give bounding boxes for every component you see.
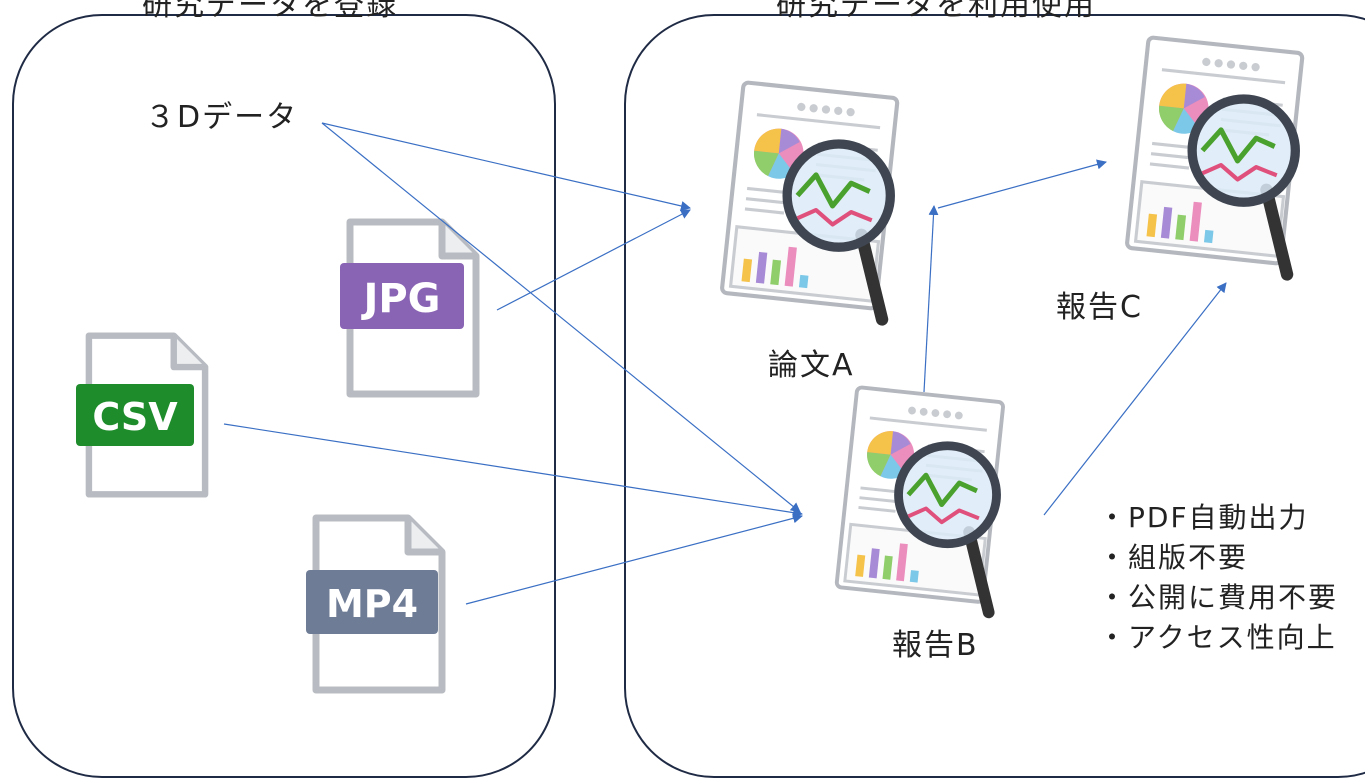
jpg-file-icon: JPG [340,222,476,394]
arrow-3d-to-paper-a [321,122,691,211]
csv-label: CSV [92,395,178,439]
arrow-paper-a-to-report-c [937,159,1107,209]
paper-a-label: 論文A [768,348,855,383]
feature-item-typesetting: ・組版不要 [1098,541,1249,574]
arrow-report-b-to-paper-a [923,205,939,393]
mp4-label: MP4 [326,582,418,626]
report-c-label: 報告C [1056,290,1143,325]
report-b-label: 報告B [892,628,979,663]
diagram-canvas: JPG CSV MP4 [76,0,1365,729]
arrow-report-b-to-report-c [1043,282,1227,516]
feature-item-cost: ・公開に費用不要 [1098,581,1339,614]
feature-item-pdf: ・PDF自動出力 [1098,501,1309,534]
report-c-document-icon [1127,37,1303,274]
arrow-csv-to-report-b [223,423,803,518]
feature-item-access: ・アクセス性向上 [1098,621,1337,654]
use-panel-heading: 研究データを利用使用 [776,0,1096,23]
register-panel-heading: 研究データを登録 [142,0,398,23]
arrow-mp4-to-report-b [465,513,803,605]
mp4-file-icon: MP4 [306,518,442,690]
three-d-data-label: ３Dデータ [145,100,299,135]
arrow-3d-to-report-b [321,122,801,513]
csv-file-icon: CSV [76,336,205,495]
jpg-label: JPG [360,276,440,322]
report-b-document-icon [836,387,1003,612]
arrow-jpg-to-paper-a [496,209,691,311]
paper-a-document-icon [722,82,898,319]
feature-list: ・PDF自動出力 ・組版不要 ・公開に費用不要 ・アクセス性向上 [1098,498,1338,658]
